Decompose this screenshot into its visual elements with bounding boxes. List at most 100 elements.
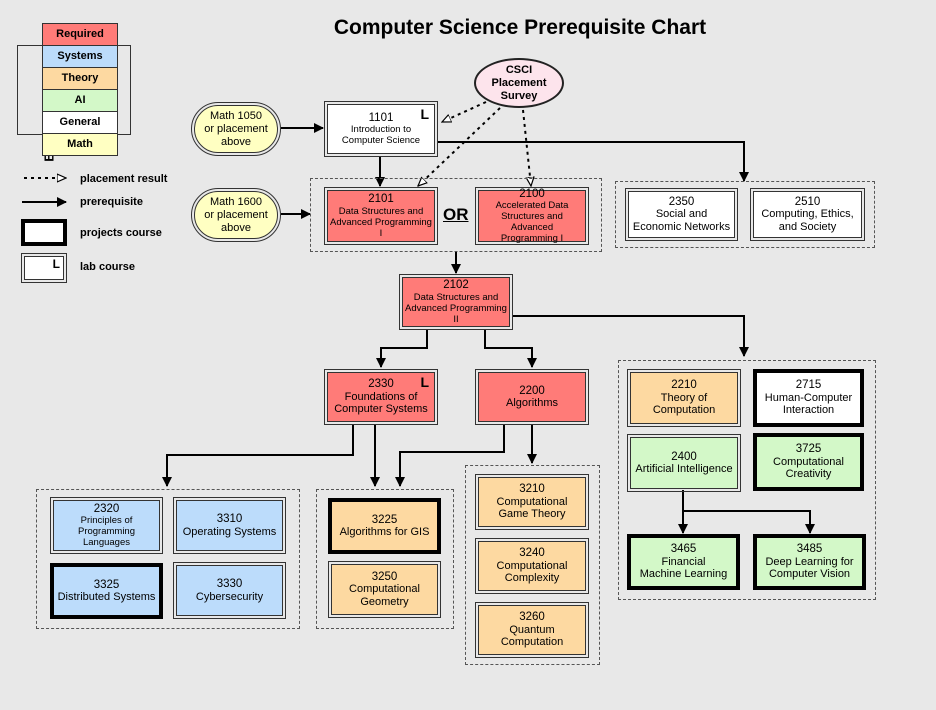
course-2400[interactable]: 2400 Artificial Intelligence (627, 434, 741, 492)
course-number: 3465 (670, 543, 697, 556)
edge-survey-2101 (418, 107, 501, 186)
edge-survey-2100 (522, 109, 531, 186)
course-title: Computation (652, 404, 716, 417)
lab-mark: L (52, 257, 60, 271)
course-title: Computational (349, 583, 420, 596)
course-title: Quantum (509, 623, 555, 636)
course-number: 2200 (519, 384, 545, 397)
edge-survey-1101 (442, 101, 487, 123)
course-title: Advanced Programming (405, 302, 507, 314)
course-number: 3210 (519, 483, 545, 496)
or-label: OR (443, 205, 469, 224)
course-2320[interactable]: 2320 Principles of Programming Languages (50, 497, 163, 554)
placement-survey[interactable]: CSCI Placement Survey (474, 58, 564, 108)
course-title: Game Theory (498, 508, 566, 521)
key-lab-swatch: L (21, 253, 67, 283)
key-projects-swatch (21, 219, 67, 246)
course-title: Languages (82, 537, 131, 549)
course-number: 3260 (519, 611, 545, 624)
legend-systems: Systems (42, 46, 118, 68)
course-2101[interactable]: 2101 Data Structures and Advanced Progra… (324, 187, 438, 245)
course-number: 2330 (368, 378, 394, 391)
course-number: 3225 (371, 513, 398, 526)
math-1050-line3: above (221, 135, 251, 148)
legend-ai: AI (42, 90, 118, 112)
course-title: Distributed Systems (57, 591, 156, 603)
course-2100[interactable]: 2100 Accelerated Data Structures and Adv… (475, 187, 589, 245)
course-2330[interactable]: L 2330 Foundations of Computer Systems (324, 369, 438, 425)
course-3225[interactable]: 3225 Algorithms for GIS (328, 498, 441, 554)
course-title: Human-Computer (764, 391, 853, 404)
course-title: Accelerated Data (495, 200, 569, 212)
course-1101[interactable]: L 1101 Introduction to Computer Science (324, 101, 438, 157)
course-2102[interactable]: 2102 Data Structures and Advanced Progra… (399, 274, 513, 330)
group-electives-ai (618, 360, 876, 600)
key-placement-label: placement result (80, 173, 168, 185)
course-title: Operating Systems (182, 525, 277, 538)
group-gis (316, 489, 454, 629)
course-title: Principles of (80, 515, 133, 527)
course-3725[interactable]: 3725 Computational Creativity (753, 433, 864, 491)
group-general (615, 181, 875, 248)
course-number: 3250 (371, 570, 398, 583)
course-number: 2350 (668, 195, 695, 208)
course-number: 3325 (93, 578, 120, 591)
course-3250[interactable]: 3250 Computational Geometry (328, 561, 441, 618)
legend-math: Math (42, 134, 118, 156)
course-2350[interactable]: 2350 Social and Economic Networks (625, 188, 738, 241)
course-title: II (453, 313, 459, 325)
course-number: 3485 (796, 543, 823, 556)
course-title: and Society (778, 220, 837, 233)
course-title: Computational (496, 559, 568, 572)
course-2210[interactable]: 2210 Theory of Computation (627, 369, 741, 427)
edge-2102-2330 (376, 330, 428, 368)
course-2200[interactable]: 2200 Algorithms (475, 369, 589, 425)
course-2715[interactable]: 2715 Human-Computer Interaction (753, 369, 864, 427)
course-3465[interactable]: 3465 Financial Machine Learning (627, 534, 740, 590)
course-title: Computation (500, 636, 564, 649)
course-3325[interactable]: 3325 Distributed Systems (50, 563, 163, 619)
edge-2102-2200 (484, 330, 537, 368)
math-1600-line3: above (221, 221, 251, 234)
group-systems (36, 489, 300, 629)
course-title: Financial (661, 555, 706, 568)
course-title: I (379, 227, 383, 239)
course-title: Computer Vision (768, 568, 851, 581)
course-3330[interactable]: 3330 Cybersecurity (173, 562, 286, 619)
lab-mark: L (420, 106, 429, 122)
course-title: Data Structures and (338, 205, 424, 217)
course-number: 2400 (671, 450, 697, 463)
edge-2200-gis (395, 425, 505, 487)
course-title: Computer Science (341, 135, 421, 147)
math-1600-line2: or placement (204, 208, 268, 221)
math-1050-line1: Math 1050 (210, 109, 262, 122)
course-title: Computing, Ethics, (761, 208, 854, 221)
legend-general: General (42, 112, 118, 134)
course-title: Social and (655, 208, 708, 221)
course-number: 3240 (519, 547, 545, 560)
course-2510[interactable]: 2510 Computing, Ethics, and Society (750, 188, 865, 241)
course-3210[interactable]: 3210 Computational Game Theory (475, 474, 589, 530)
math-1600[interactable]: Math 1600 or placement above (191, 188, 281, 242)
legend-required: Required (42, 23, 118, 46)
course-title: Data Structures and (413, 291, 499, 303)
edge-1101-general (438, 141, 749, 182)
course-number: 3310 (216, 513, 243, 525)
course-3485[interactable]: 3485 Deep Learning for Computer Vision (753, 534, 866, 590)
legend-categories: Required Systems Theory AI General Math (42, 23, 118, 156)
math-1050[interactable]: Math 1050 or placement above (191, 102, 281, 156)
course-title: Computational (496, 495, 568, 508)
survey-line3: Survey (500, 89, 538, 102)
course-title: Programming I (500, 233, 564, 245)
edge-2102-electives (513, 315, 749, 357)
survey-line1: CSCI (505, 63, 533, 76)
course-title: Advanced Programming (330, 216, 432, 228)
course-title: Introduction to (350, 124, 412, 136)
course-3240[interactable]: 3240 Computational Complexity (475, 538, 589, 594)
course-3310[interactable]: 3310 Operating Systems (173, 497, 286, 554)
course-title: Foundations of (344, 390, 418, 403)
course-title: Deep Learning for (765, 555, 854, 568)
key-lab-label: lab course (80, 261, 136, 273)
course-3260[interactable]: 3260 Quantum Computation (475, 602, 589, 658)
